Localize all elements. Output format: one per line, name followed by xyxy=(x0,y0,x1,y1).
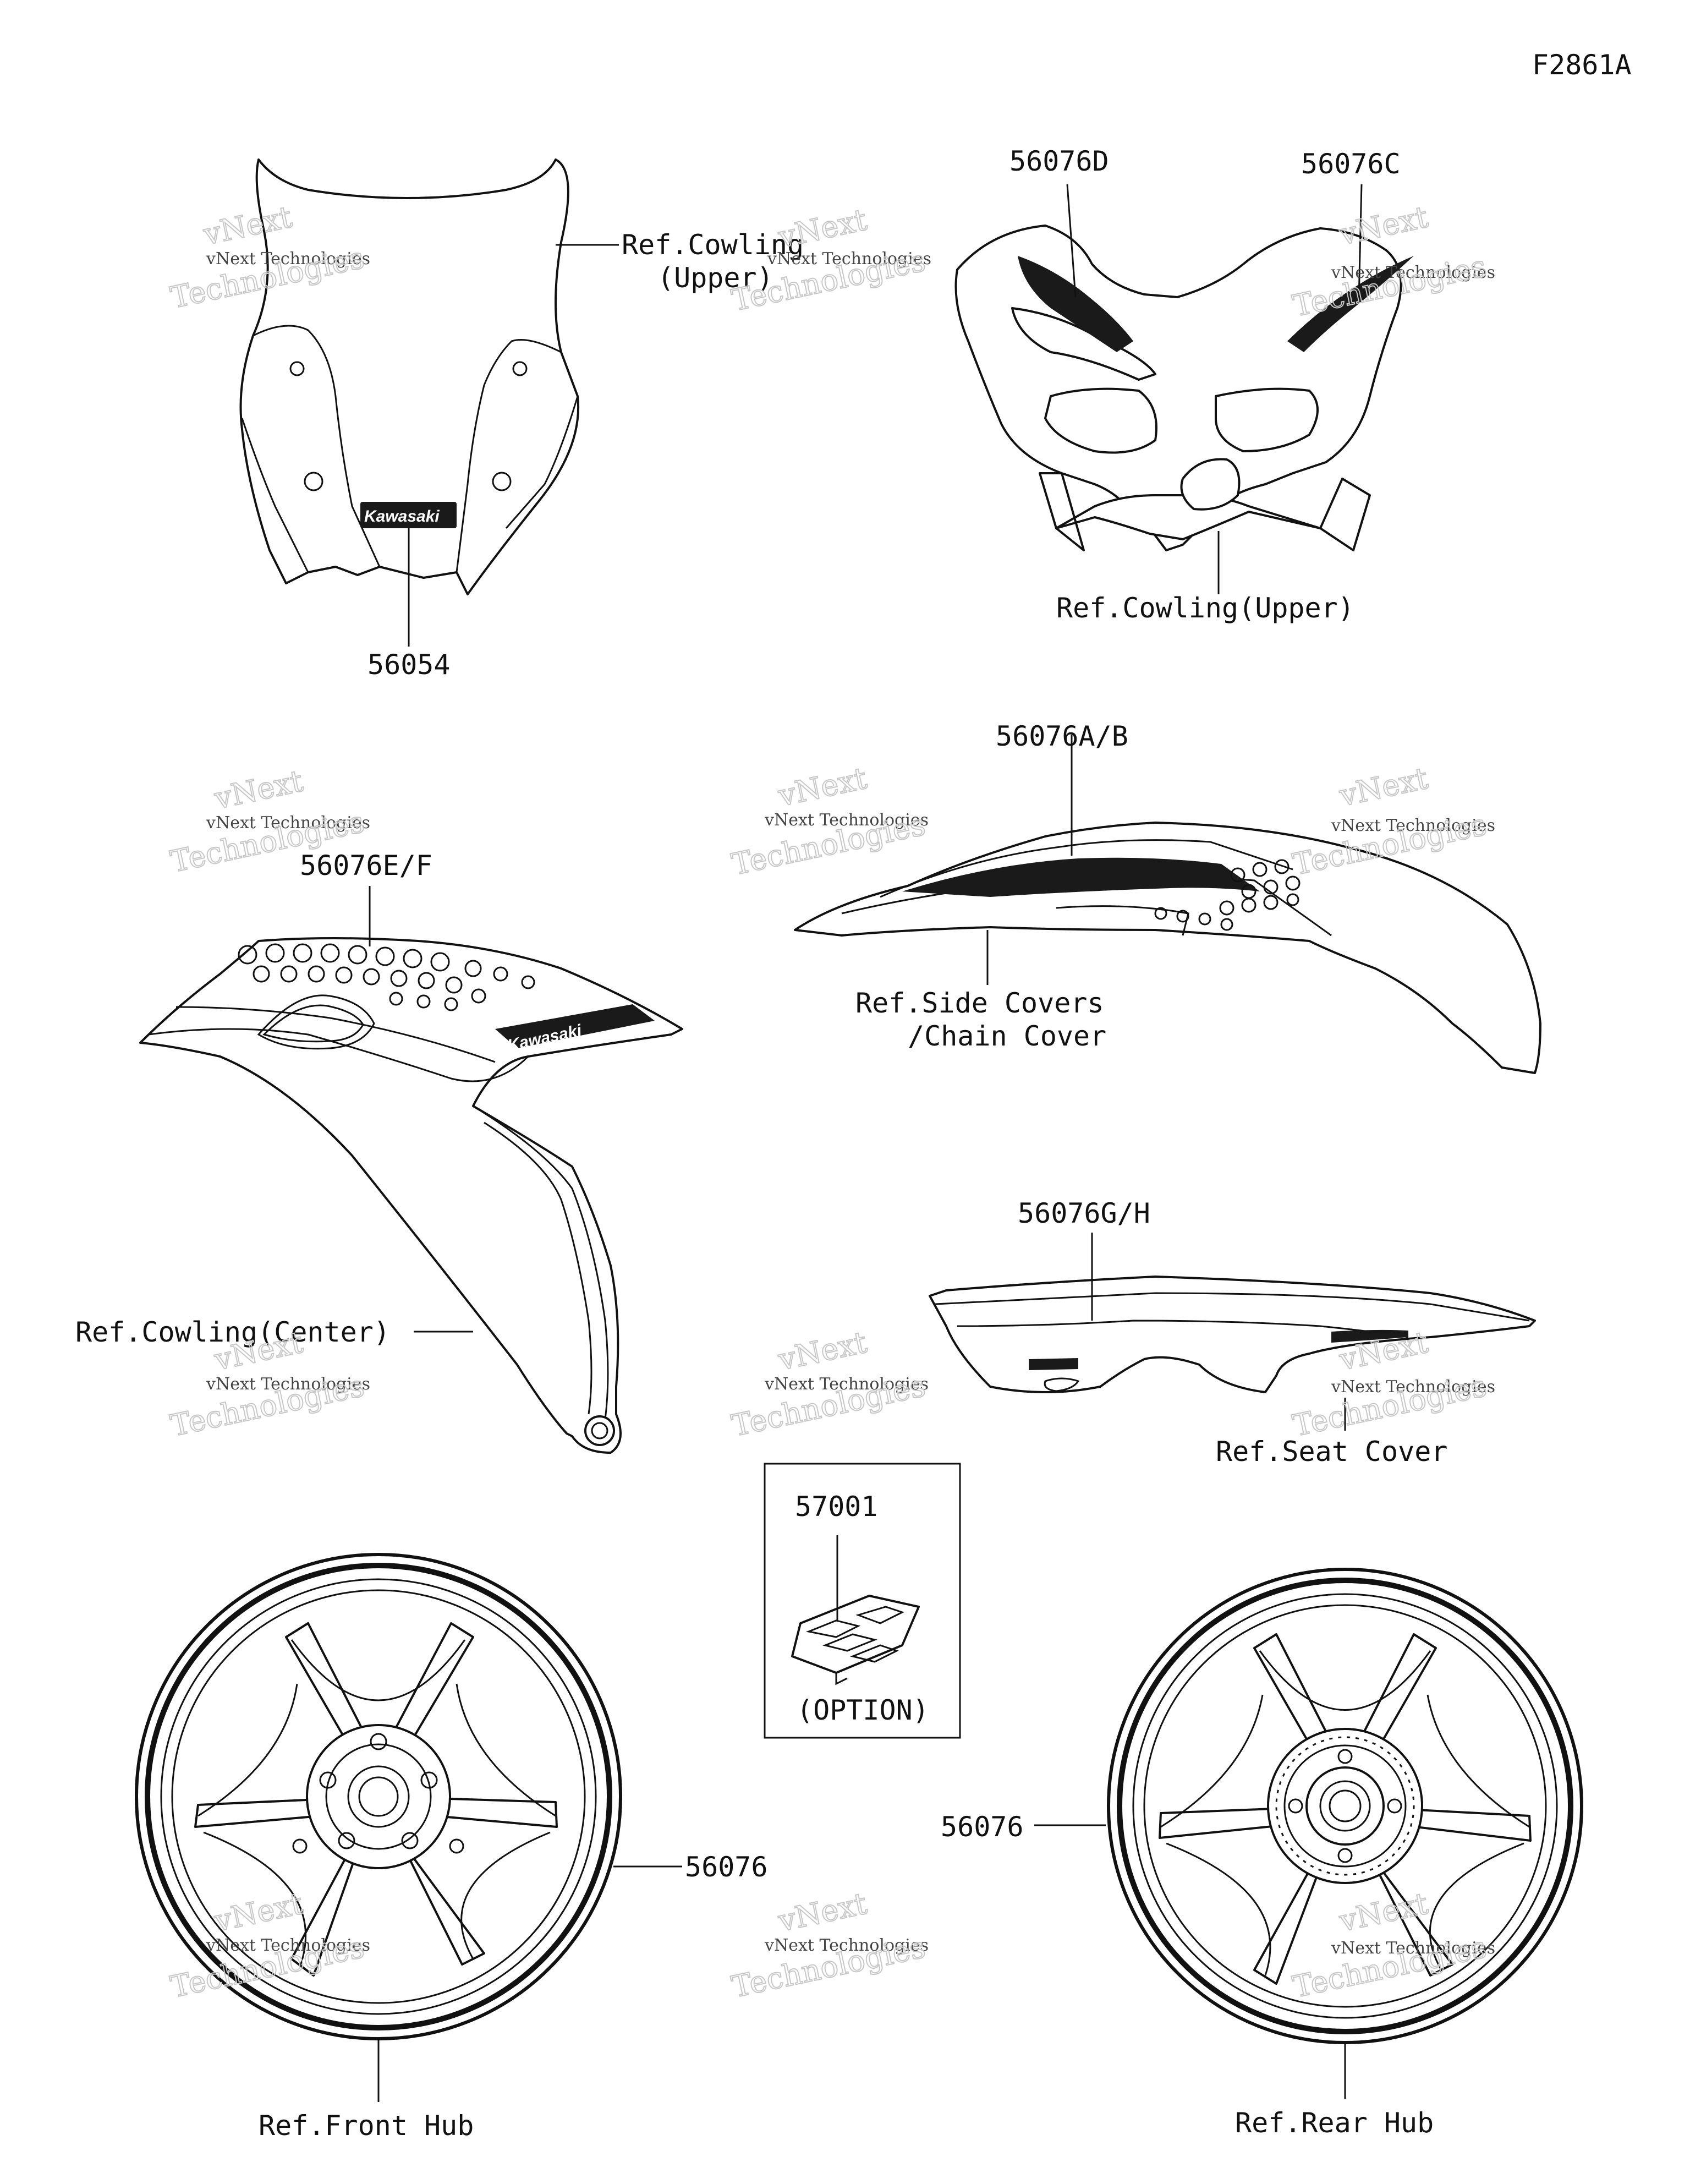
seat-cover-part xyxy=(929,1276,1536,1393)
watermark-5: vNext vNext Technologies Technologies xyxy=(728,760,929,882)
svg-text:vNext: vNext xyxy=(1336,760,1431,813)
option-box xyxy=(764,1463,961,1739)
callout-56076-front: 56076 xyxy=(685,1851,768,1883)
svg-text:vNext: vNext xyxy=(775,202,870,255)
ref-side-covers-b: /Chain Cover xyxy=(908,1020,1106,1052)
rear-wheel-group xyxy=(1107,1568,1583,2044)
ref-seat-cover: Ref.Seat Cover xyxy=(1216,1436,1447,1468)
watermark-11: vNext vNext Technologies Technologies xyxy=(728,1885,929,2005)
ref-cowling-center: Ref.Cowling(Center) xyxy=(75,1316,390,1348)
svg-text:vNext Technologies: vNext Technologies xyxy=(206,1375,370,1394)
svg-text:vNext: vNext xyxy=(775,760,870,813)
svg-text:vNext: vNext xyxy=(211,1886,306,1939)
center-cowling-group: Kawasaki xyxy=(139,937,683,1454)
decal-56076C xyxy=(1287,256,1414,352)
svg-text:vNext Technologies: vNext Technologies xyxy=(206,249,370,269)
callout-57001: 57001 xyxy=(795,1491,878,1523)
kawasaki-logo-text: Kawasaki xyxy=(364,507,440,526)
ref-cowling-upper-1b: (Upper) xyxy=(657,262,773,294)
svg-text:vNext Technologies: vNext Technologies xyxy=(764,1936,929,1955)
windshield-group: Kawasaki xyxy=(239,158,580,595)
seat-cover-group xyxy=(929,1276,1536,1393)
side-cover-group xyxy=(794,822,1541,1074)
callout-56076-rear: 56076 xyxy=(941,1811,1024,1843)
ref-rear-hub: Ref.Rear Hub xyxy=(1235,2107,1434,2139)
front-wheel-group xyxy=(135,1553,622,2040)
svg-text:vNext Technologies: vNext Technologies xyxy=(206,813,370,833)
svg-text:vNext Technologies: vNext Technologies xyxy=(1331,1377,1495,1397)
svg-text:vNext: vNext xyxy=(775,1324,870,1377)
svg-text:vNext: vNext xyxy=(775,1886,870,1939)
side-cover-dot-pattern xyxy=(1154,859,1301,931)
callout-56076D: 56076D xyxy=(1009,145,1109,177)
ref-side-covers-a: Ref.Side Covers xyxy=(855,987,1104,1019)
kawasaki-logo-decal xyxy=(360,502,457,528)
clip-57001-part xyxy=(791,1595,920,1685)
svg-text:vNext: vNext xyxy=(1336,199,1431,252)
callout-56054: 56054 xyxy=(367,649,451,681)
upper-cowling-group xyxy=(954,225,1414,551)
figure-id: F2861A xyxy=(1532,49,1632,81)
decal-56076D xyxy=(1018,256,1133,352)
center-cowling-dot-pattern xyxy=(238,943,535,1011)
svg-text:vNext Technologies: vNext Technologies xyxy=(764,1375,929,1394)
svg-text:vNext Technologies: vNext Technologies xyxy=(206,1936,370,1955)
watermark-12: vNext vNext Technologies Technologies xyxy=(1290,1885,1495,2005)
svg-text:vNext Technologies: vNext Technologies xyxy=(767,249,931,269)
watermark-8: vNext vNext Technologies Technologies xyxy=(728,1324,929,1443)
ref-cowling-upper-1a: Ref.Cowling xyxy=(622,229,804,261)
svg-text:vNext: vNext xyxy=(211,763,306,816)
ref-front-hub: Ref.Front Hub xyxy=(259,2110,474,2142)
svg-text:vNext Technologies: vNext Technologies xyxy=(1331,1939,1495,1958)
svg-text:vNext Technologies: vNext Technologies xyxy=(1331,263,1495,282)
ref-cowling-upper-2: Ref.Cowling(Upper) xyxy=(1056,592,1354,624)
center-cowling-part xyxy=(139,937,683,1454)
callout-56076C: 56076C xyxy=(1301,148,1401,180)
callout-56076GH: 56076G/H xyxy=(1018,1197,1150,1229)
callout-56076AB: 56076A/B xyxy=(996,720,1128,752)
svg-text:vNext Technologies: vNext Technologies xyxy=(1331,816,1495,835)
option-label: (OPTION) xyxy=(797,1694,929,1726)
svg-text:vNext Technologies: vNext Technologies xyxy=(764,811,929,830)
callout-56076EF: 56076E/F xyxy=(300,850,432,882)
